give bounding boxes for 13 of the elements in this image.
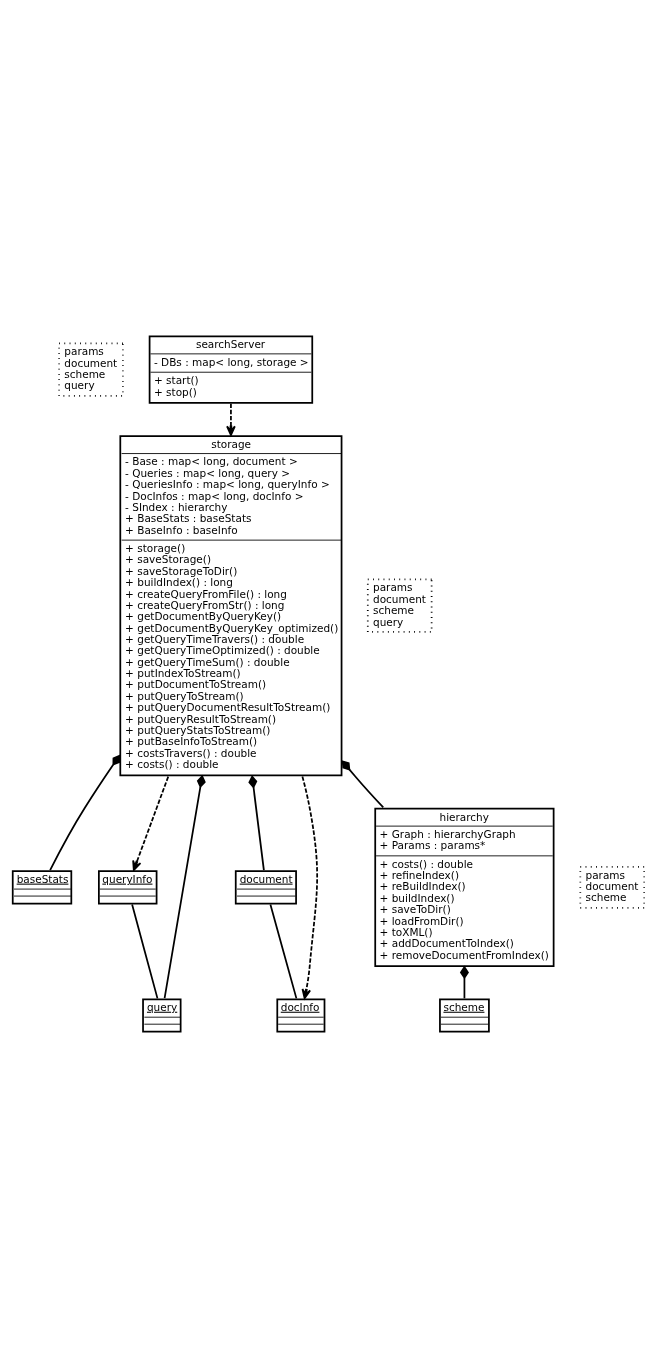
connector: [269, 903, 298, 999]
arrow: [301, 775, 319, 999]
connector: [459, 965, 469, 999]
node-box: params document scheme query: [366, 578, 433, 633]
arrow: [226, 402, 236, 436]
connector: [131, 903, 159, 999]
node-box: params document scheme query: [58, 342, 124, 397]
node-box: params document scheme: [579, 865, 645, 909]
connector: [49, 754, 121, 871]
connector: [248, 774, 265, 871]
arrow: [132, 775, 170, 871]
connector: [163, 774, 206, 999]
connector: [341, 759, 385, 808]
